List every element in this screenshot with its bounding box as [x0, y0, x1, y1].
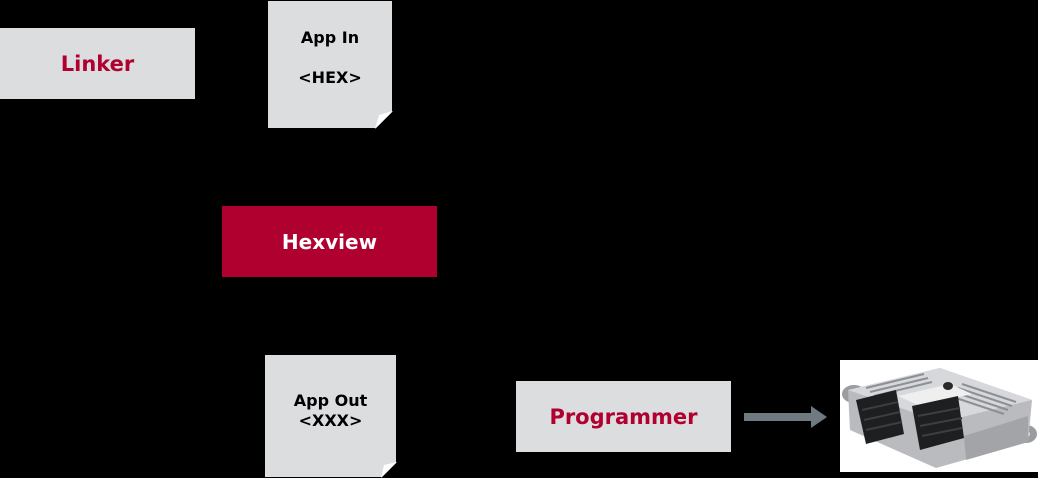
linker-label: Linker: [60, 51, 135, 76]
hexview-box: Hexview: [222, 206, 437, 277]
ecu-icon: [842, 368, 1037, 468]
programmer-label: Programmer: [549, 404, 698, 429]
app-in-format: <HEX>: [298, 68, 362, 87]
app-out-format: <XXX>: [298, 411, 363, 430]
hexview-label: Hexview: [281, 229, 378, 254]
ecu-device-image: [840, 360, 1038, 472]
arrow-right-icon: [744, 406, 827, 428]
page-fold-icon: [381, 462, 397, 478]
app-in-document: App In <HEX>: [268, 1, 393, 129]
page-fold-icon: [375, 111, 393, 129]
app-out-title: App Out: [293, 391, 368, 410]
app-in-title: App In: [300, 28, 360, 47]
app-out-document: App Out <XXX>: [265, 355, 397, 478]
linker-box: Linker: [0, 28, 195, 99]
programmer-box: Programmer: [516, 381, 731, 452]
